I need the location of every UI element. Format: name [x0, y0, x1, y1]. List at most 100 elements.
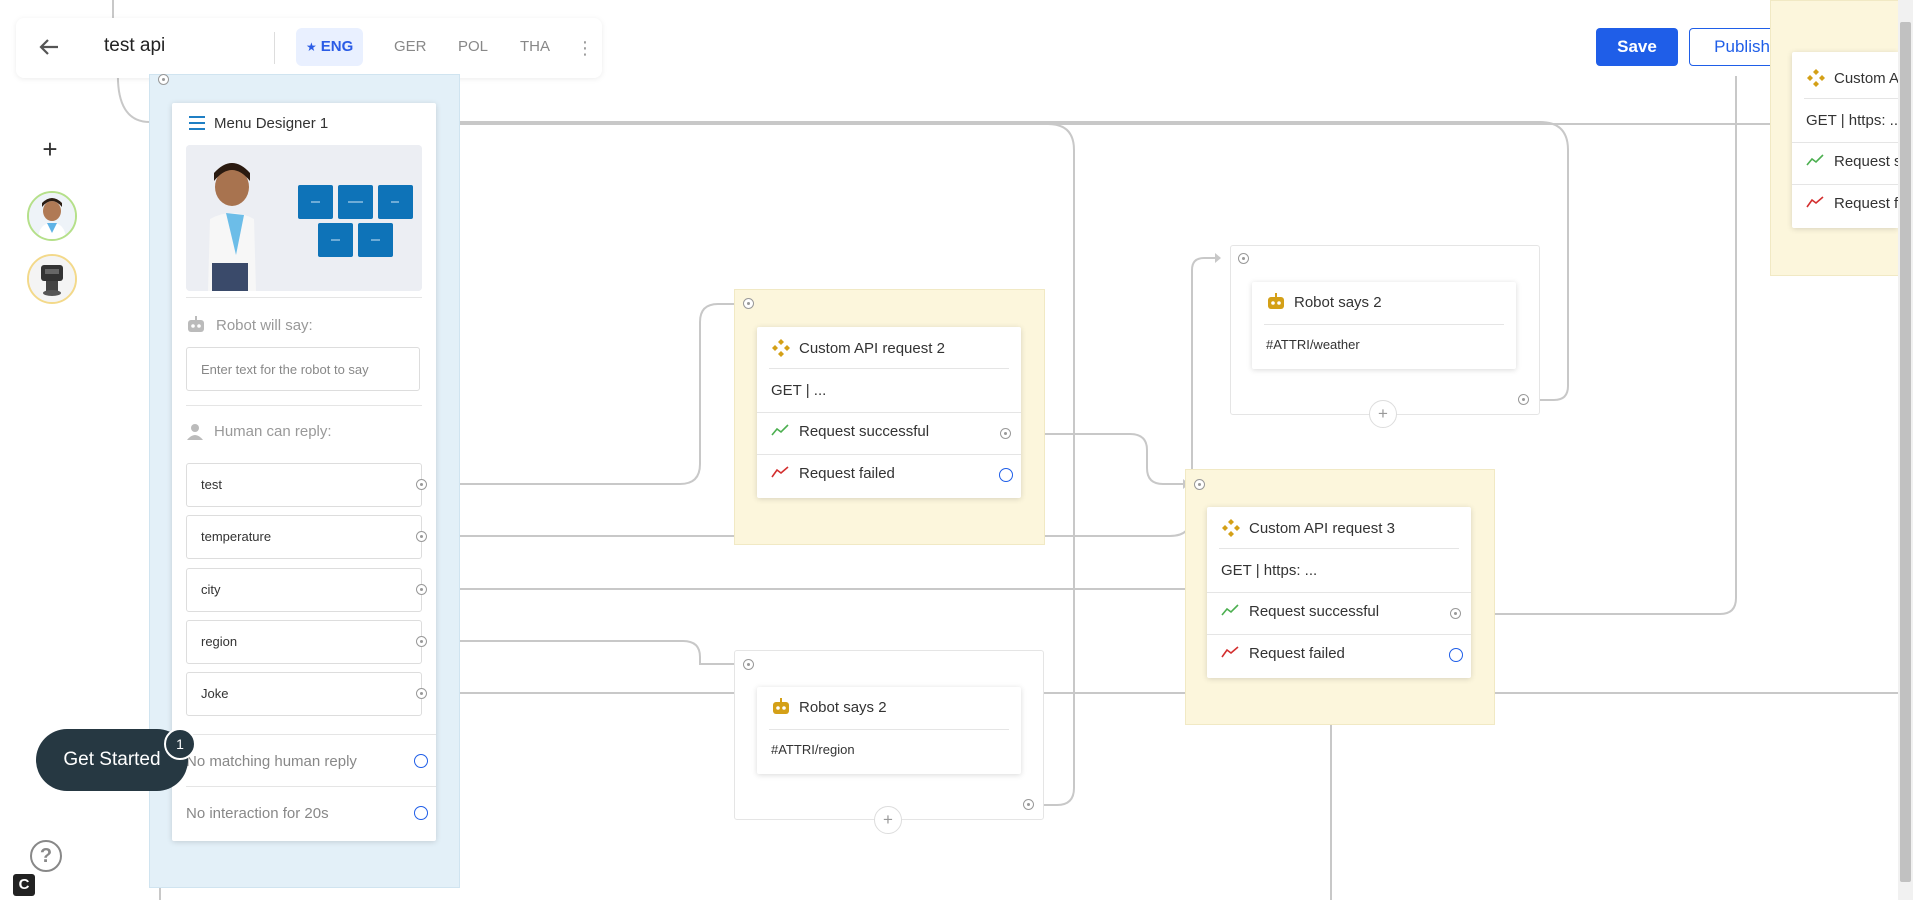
trending-down-icon: [1806, 196, 1824, 208]
scrollbar-thumb[interactable]: [1900, 22, 1911, 882]
separator: [757, 454, 1021, 455]
request-method: GET | ...: [771, 382, 827, 399]
output-port[interactable]: [416, 688, 427, 699]
robot-says-card[interactable]: Robot says 2 #ATTRI/weather: [1252, 282, 1516, 369]
robot-says-card[interactable]: Robot says 2 #ATTRI/region: [757, 687, 1021, 774]
reply-option[interactable]: Joke: [186, 672, 422, 716]
input-port[interactable]: [1194, 479, 1205, 490]
separator: [186, 297, 422, 298]
request-method: GET | https: ..: [1806, 112, 1898, 129]
output-port[interactable]: [1023, 799, 1034, 810]
say-text: #ATTRI/weather: [1266, 337, 1360, 352]
trending-down-icon: [771, 466, 789, 478]
brand-logo: C: [13, 874, 35, 896]
request-failed-label: Request f: [1834, 195, 1898, 212]
api-request-card-partial[interactable]: Custom A GET | https: .. Request s Reque…: [1792, 52, 1898, 228]
tab-lang-pol[interactable]: POL: [458, 38, 489, 55]
human-can-reply-label: Human can reply:: [214, 423, 332, 440]
tab-lang-tha[interactable]: THA: [520, 38, 550, 55]
output-port[interactable]: [1000, 428, 1011, 439]
project-title[interactable]: test api: [104, 35, 166, 56]
separator: [1804, 98, 1898, 99]
add-step-icon[interactable]: +: [1369, 400, 1397, 428]
robot-say-input[interactable]: Enter text for the robot to say: [186, 347, 420, 391]
request-method: GET | https: ...: [1221, 562, 1318, 579]
separator: [186, 734, 436, 735]
input-port[interactable]: [158, 74, 169, 85]
request-success-label: Request successful: [799, 423, 930, 440]
back-arrow-icon[interactable]: [34, 32, 64, 62]
tab-lang-ger[interactable]: GER: [394, 38, 427, 55]
top-bar: test api ★ENG GER POL THA ⋮: [16, 18, 602, 78]
reply-option[interactable]: temperature: [186, 515, 422, 559]
tab-lang-eng[interactable]: ★ENG: [296, 28, 364, 66]
input-port[interactable]: [743, 298, 754, 309]
request-failed-label: Request failed: [799, 465, 895, 482]
trending-down-icon: [1221, 646, 1239, 658]
trending-up-icon: [771, 424, 789, 436]
separator: [186, 405, 422, 406]
menu-designer-card[interactable]: Menu Designer 1 Robot will say: Enter te…: [172, 103, 436, 841]
input-port[interactable]: [743, 659, 754, 670]
get-started-button[interactable]: Get Started: [36, 729, 188, 791]
api-icon: [1807, 69, 1825, 87]
menu-preview-image: [186, 145, 422, 291]
request-success-label: Request s: [1834, 153, 1898, 170]
add-node-icon[interactable]: +: [42, 134, 58, 164]
output-port[interactable]: [1518, 394, 1529, 405]
card-title: Robot says 2: [1294, 294, 1382, 311]
output-port[interactable]: [1450, 608, 1461, 619]
request-failed-label: Request failed: [1249, 645, 1345, 662]
no-match-label: No matching human reply: [186, 753, 357, 770]
robot-icon: [1268, 293, 1284, 309]
robot-icon: [188, 316, 204, 332]
separator: [1792, 184, 1898, 185]
robot-icon: [773, 698, 789, 714]
output-port[interactable]: [416, 584, 427, 595]
reply-option[interactable]: test: [186, 463, 422, 507]
separator: [1207, 592, 1471, 593]
star-icon: ★: [306, 40, 317, 54]
separator: [1207, 634, 1471, 635]
more-options-icon[interactable]: ⋮: [576, 38, 594, 58]
avatar-robot-device[interactable]: [27, 254, 77, 304]
add-step-icon[interactable]: +: [874, 806, 902, 834]
avatar-human-robot[interactable]: [27, 191, 77, 241]
output-port-empty[interactable]: [999, 468, 1013, 482]
lang-label: ENG: [320, 38, 354, 55]
reply-option[interactable]: city: [186, 568, 422, 612]
output-port[interactable]: [416, 479, 427, 490]
output-port-empty[interactable]: [414, 806, 428, 820]
card-title: Menu Designer 1: [214, 115, 329, 132]
output-port-empty[interactable]: [414, 754, 428, 768]
separator: [769, 368, 1009, 369]
api-request-card[interactable]: Custom API request 3 GET | https: ... Re…: [1207, 507, 1471, 678]
output-port[interactable]: [416, 531, 427, 542]
card-title: Robot says 2: [799, 699, 887, 716]
person-icon: [187, 424, 203, 440]
say-text: #ATTRI/region: [771, 742, 855, 757]
help-icon[interactable]: ?: [30, 840, 62, 872]
reply-option[interactable]: region: [186, 620, 422, 664]
no-interaction-label: No interaction for 20s: [186, 805, 329, 822]
menu-icon: [189, 116, 205, 130]
api-request-card[interactable]: Custom API request 2 GET | ... Request s…: [757, 327, 1021, 498]
notification-badge: 1: [164, 728, 196, 760]
card-title: Custom API request 3: [1249, 520, 1395, 537]
output-port-empty[interactable]: [1449, 648, 1463, 662]
separator: [1792, 142, 1898, 143]
api-icon: [1222, 519, 1240, 537]
separator: [769, 729, 1009, 730]
request-success-label: Request successful: [1249, 603, 1380, 620]
separator: [186, 786, 436, 787]
output-port[interactable]: [416, 636, 427, 647]
separator: [1264, 324, 1504, 325]
api-icon: [772, 339, 790, 357]
separator: [757, 412, 1021, 413]
card-title: Custom API request 2: [799, 340, 945, 357]
separator: [1219, 548, 1459, 549]
save-button[interactable]: Save: [1596, 28, 1678, 66]
divider: [274, 32, 275, 64]
trending-up-icon: [1806, 154, 1824, 166]
input-port[interactable]: [1238, 253, 1249, 264]
